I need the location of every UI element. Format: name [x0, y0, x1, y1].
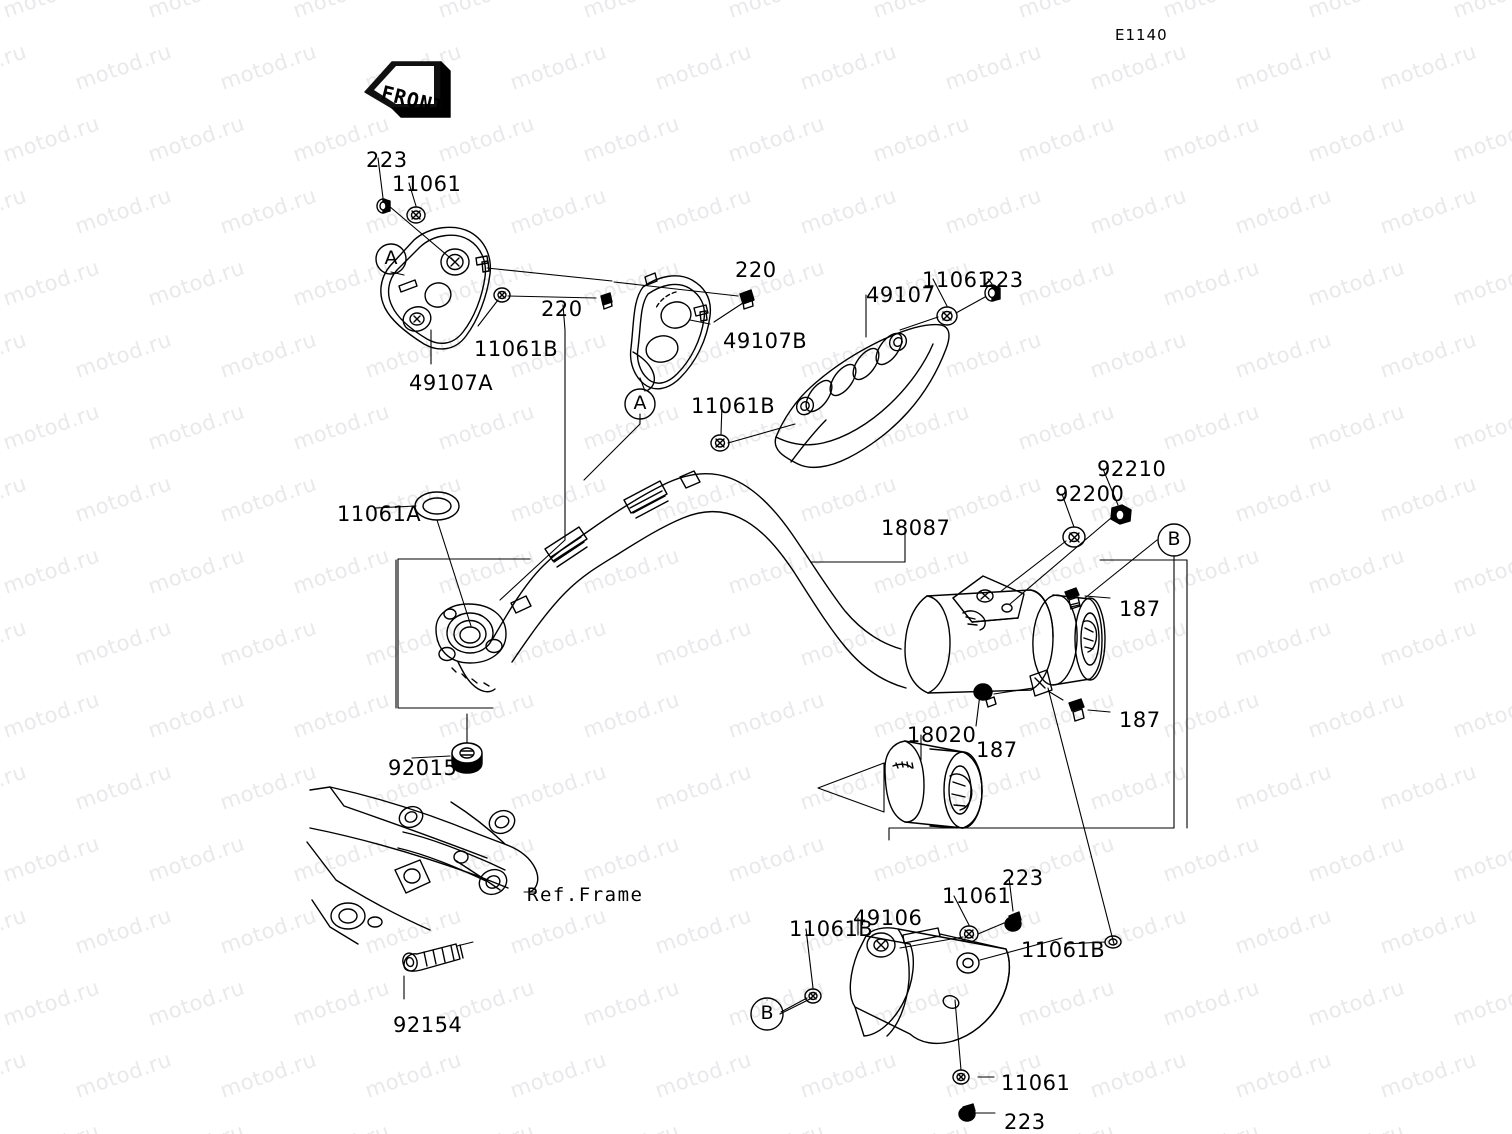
diagram-code: E1140 — [1115, 26, 1168, 44]
muffler-bracket — [952, 575, 1025, 631]
heat-shield-49107-shape — [774, 323, 950, 469]
frame-reference-shape — [306, 786, 539, 945]
pipe-flange — [435, 603, 507, 693]
bolt-92154[interactable]: 92154 — [393, 1013, 463, 1037]
gasket-11061-lower[interactable]: 11061 — [942, 884, 1012, 908]
nut-92015-glyph — [451, 742, 483, 774]
baffle-18020[interactable]: 18020 — [907, 723, 977, 747]
exhaust-header-pipe — [397, 470, 907, 709]
nut-92210-glyph — [1110, 504, 1132, 525]
muffler-body-18087[interactable]: 18087 — [881, 516, 951, 540]
reference-circles — [375, 243, 1191, 1031]
gasket-11061b-mid[interactable]: 11061B — [691, 394, 776, 418]
gasket-11061-glyph-1 — [406, 206, 426, 224]
heat-shield-49107[interactable]: 49107 — [866, 283, 936, 307]
gasket-11061b-lower-left[interactable]: 11061B — [789, 917, 874, 941]
gasket-11061a[interactable]: 11061A — [337, 502, 422, 526]
screw-220-right[interactable]: 220 — [735, 258, 777, 282]
ref-frame-note: Ref.Frame — [527, 884, 644, 906]
heat-shield-49106[interactable]: 49106 — [853, 906, 923, 930]
reference-marker-B[interactable]: B — [1167, 528, 1181, 550]
gasket-11061b-left[interactable]: 11061B — [474, 337, 559, 361]
bolt-223-upper-left[interactable]: 223 — [366, 148, 408, 172]
reference-marker-B2[interactable]: B — [760, 1002, 774, 1024]
bolt-187-glyph-2 — [1068, 698, 1085, 722]
nut-92210[interactable]: 92210 — [1097, 457, 1167, 481]
reference-marker-A2[interactable]: A — [633, 392, 647, 414]
screw-220-glyph-2 — [739, 289, 755, 310]
bolt-187-glyph-3 — [973, 683, 997, 708]
heat-shield-49107b-shape — [629, 272, 712, 391]
bolt-187-upper[interactable]: 187 — [1119, 597, 1161, 621]
bolt-223-upper-right[interactable]: 223 — [982, 268, 1024, 292]
gasket-11061b-lower-right[interactable]: 11061B — [1021, 938, 1106, 962]
bolt-223-lower[interactable]: 223 — [1002, 866, 1044, 890]
bolt-223-glyph-4 — [958, 1103, 976, 1122]
bolt-223-glyph-1 — [376, 198, 391, 214]
gasket-11061-glyph-2 — [936, 306, 958, 326]
washer-92200[interactable]: 92200 — [1055, 482, 1125, 506]
heat-shield-49107a[interactable]: 49107A — [409, 371, 494, 395]
muffler-body — [904, 575, 1106, 697]
screw-220-left[interactable]: 220 — [541, 297, 583, 321]
nut-92015[interactable]: 92015 — [388, 756, 458, 780]
bolt-187-glyph-1 — [1064, 587, 1081, 610]
gasket-11061-upper-left[interactable]: 11061 — [392, 172, 462, 196]
front-arrow-icon: FRONT — [364, 61, 451, 120]
bolt-223-glyph-3 — [1004, 911, 1022, 932]
bolt-187-lower[interactable]: 187 — [1119, 708, 1161, 732]
gasket-11061-bottom[interactable]: 11061 — [1001, 1071, 1071, 1095]
gasket-11061b-glyph-1 — [493, 287, 511, 303]
screw-220-glyph-1 — [600, 292, 613, 310]
heat-shield-49106-shape — [849, 927, 1011, 1045]
reference-marker-A[interactable]: A — [384, 247, 398, 269]
bolt-92154-shape — [402, 941, 474, 972]
heat-shield-49107a-shape — [380, 226, 492, 350]
bolt-187-mid[interactable]: 187 — [976, 738, 1018, 762]
gasket-11061b-glyph-3 — [804, 988, 822, 1004]
gasket-11061-upper-right[interactable]: 11061 — [922, 268, 992, 292]
leader-lines — [374, 157, 1188, 1114]
bolt-223-glyph-2 — [984, 284, 1001, 302]
heat-shield-49107b[interactable]: 49107B — [723, 329, 808, 353]
bolt-223-bottom[interactable]: 223 — [1004, 1110, 1046, 1134]
